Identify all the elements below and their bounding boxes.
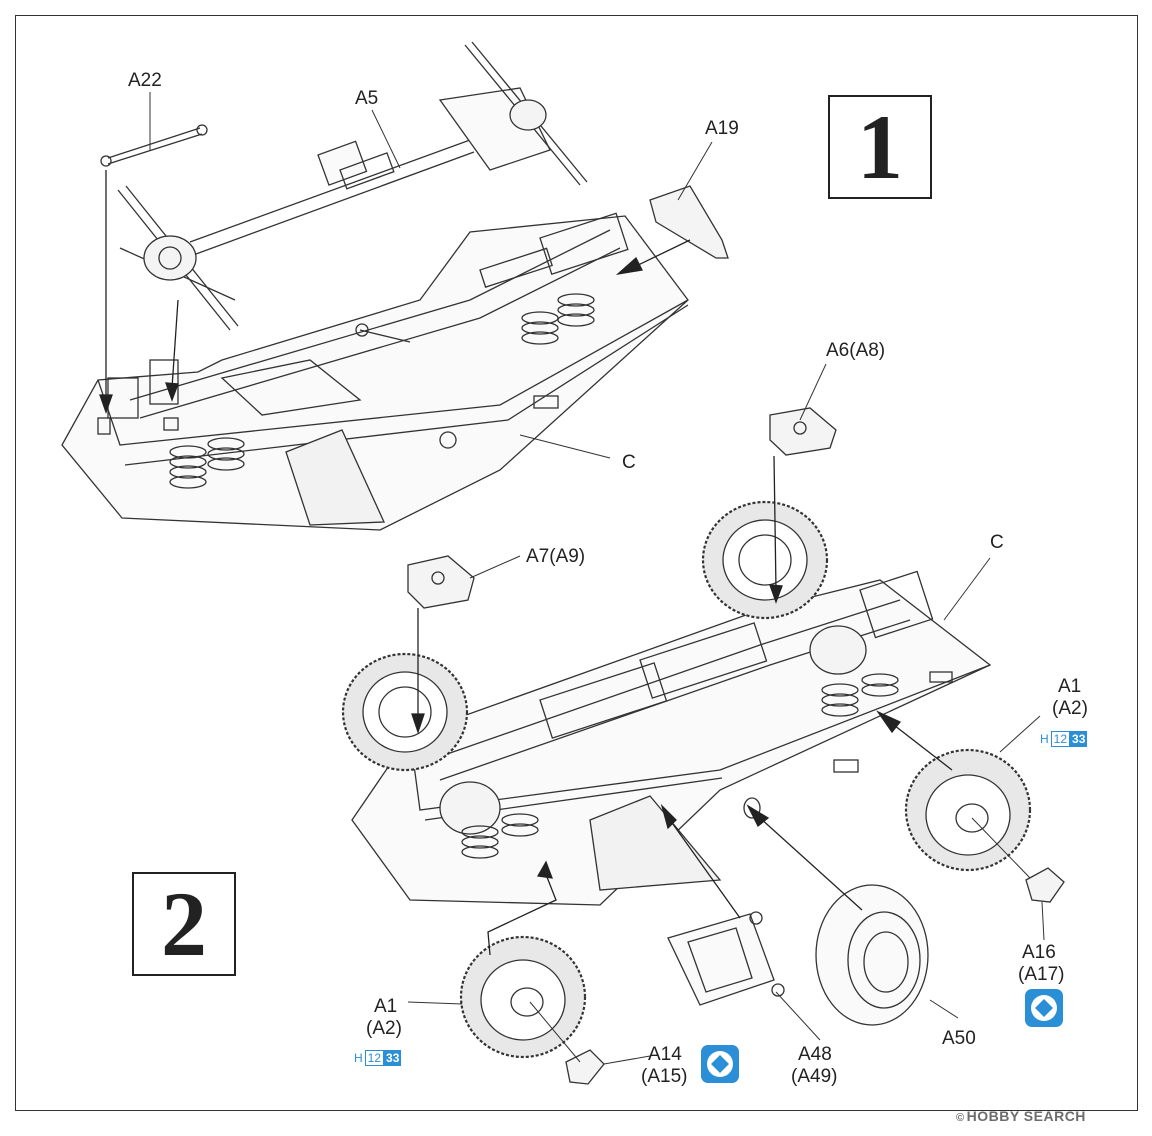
label-a2-right: (A2) [1052,698,1088,719]
part-a7-bracket [407,555,475,609]
wheel-a1-right [904,748,1032,872]
part-a16-hubcap [1025,867,1065,903]
paint-code-33: 33 [1070,731,1088,747]
paint-code-12: 12 [1050,731,1071,747]
chassis-c-top [61,212,689,531]
glue-icon-right [1025,989,1063,1027]
wheel-rear-right [701,500,829,620]
label-a2-left: (A2) [366,1018,402,1039]
diagram-frame [15,15,1138,1111]
paint-code-12: 12 [364,1050,385,1066]
label-c-top: C [622,452,636,473]
paint-code-33: 33 [384,1050,402,1066]
label-a1-left: A1 [374,996,398,1017]
label-c-bottom: C [990,532,1004,553]
part-a22-tie-rod [100,124,208,167]
glue-icon-left [701,1045,739,1083]
label-a7: A7(A9) [526,546,586,567]
watermark: ©HOBBY SEARCH [956,1108,1086,1124]
chassis-c-bottom [351,570,992,906]
step-number-2: 2 [132,872,236,976]
label-a14: A14 [648,1044,682,1065]
label-a6: A6(A8) [826,340,886,361]
part-a6-bracket [769,407,837,456]
label-a17: (A17) [1018,964,1065,985]
part-a48-panel [667,911,785,1006]
label-a5: A5 [355,88,379,109]
label-a50: A50 [942,1028,976,1049]
wheel-a1-left [459,935,587,1059]
label-a15: (A15) [641,1066,688,1087]
paint-codes-right: H 12 33 [1040,731,1088,747]
label-a1-right: A1 [1058,676,1082,697]
watermark-mark: © [956,1112,965,1124]
label-a49: (A49) [791,1066,838,1087]
label-a22: A22 [128,70,162,91]
paint-codes-left: H 12 33 [354,1050,402,1066]
part-a5-driveshaft [117,41,588,331]
label-a16: A16 [1022,942,1056,963]
part-a19-bracket [649,185,729,259]
step-number-1: 1 [828,95,932,199]
label-a48: A48 [798,1044,832,1065]
label-a19: A19 [705,118,739,139]
paint-prefix: H [1040,732,1049,746]
wheel-rear-left [341,652,469,772]
part-a14-hubcap [565,1049,605,1085]
part-a50-spare [815,884,929,1026]
watermark-text: HOBBY SEARCH [966,1108,1086,1124]
paint-prefix: H [354,1051,363,1065]
